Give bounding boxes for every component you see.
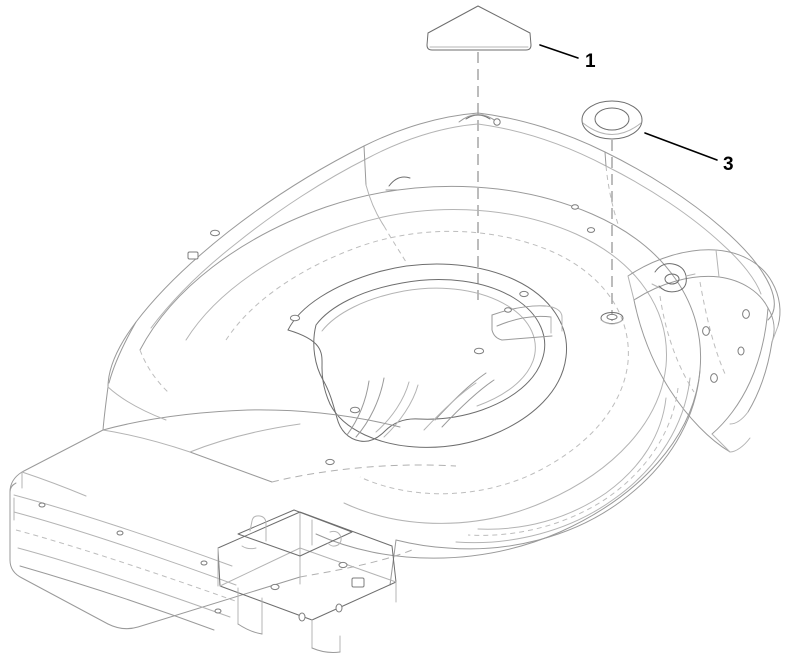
- part-3-washer: [581, 100, 643, 140]
- callout-label-1: 1: [585, 51, 596, 72]
- deck-clip-bracket: [651, 263, 696, 293]
- part-1-deflector-plate: [426, 5, 532, 51]
- front-mounting-bracket: [217, 509, 397, 653]
- leader-line-part-1: [539, 44, 579, 59]
- mower-deck-housing: [9, 112, 781, 653]
- callout-label-3: 3: [723, 154, 734, 175]
- leader-line-part-3: [644, 132, 718, 161]
